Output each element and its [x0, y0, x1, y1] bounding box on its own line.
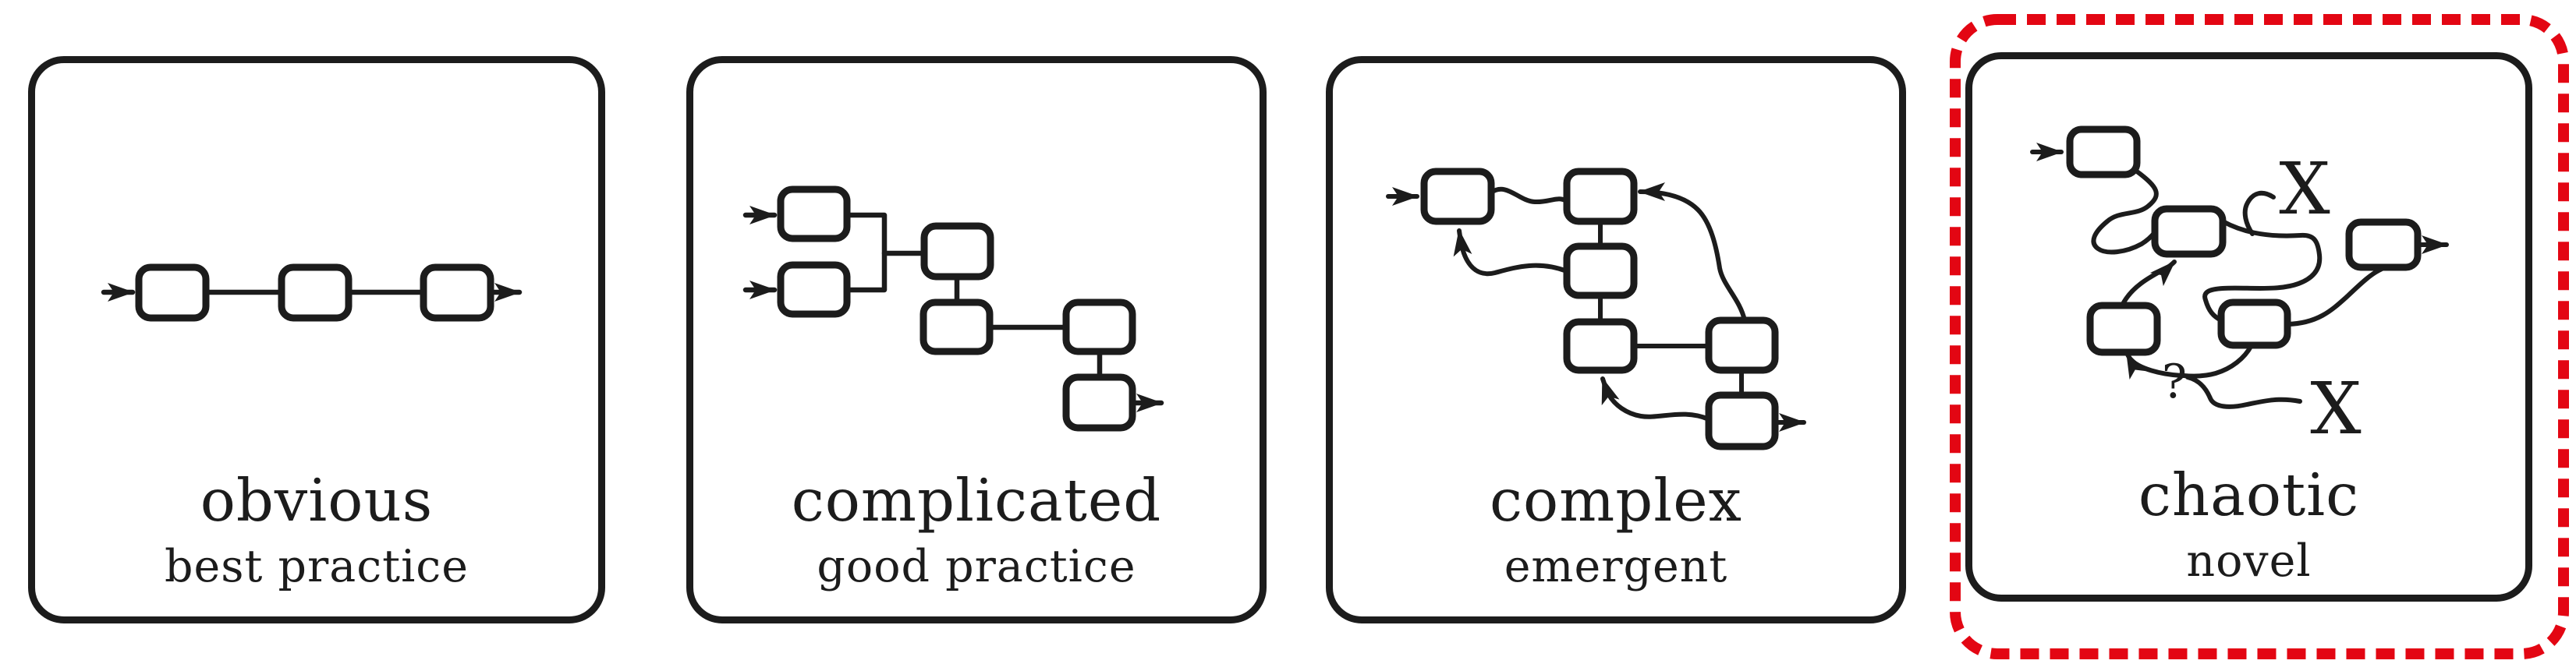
wavy-connector — [1489, 186, 1569, 205]
feedback-arrow — [1600, 376, 1711, 422]
looping-connector — [2202, 219, 2323, 323]
dead-end-line — [2242, 190, 2276, 236]
feedback-arrow — [1453, 228, 1569, 277]
node-box — [2066, 125, 2141, 178]
node-box — [420, 263, 494, 322]
node-box — [1062, 298, 1136, 355]
feedback-arrow — [2120, 260, 2177, 308]
node-box — [2217, 298, 2291, 349]
node-box — [1062, 373, 1136, 432]
curved-connector — [2181, 343, 2254, 379]
panel-complicated: complicated good practice — [686, 56, 1267, 623]
curved-connector — [2285, 267, 2384, 327]
node-box — [2086, 302, 2161, 356]
chaotic-flow-diagram — [2030, 125, 2449, 409]
node-box — [135, 263, 210, 322]
complicated-flow-diagram — [742, 185, 1164, 432]
panel-chaotic: X X ? chaotic novel — [1965, 52, 2532, 602]
node-box — [1563, 318, 1638, 374]
node-box — [1420, 168, 1495, 225]
obvious-flow-diagram — [101, 263, 523, 322]
node-box — [1563, 242, 1638, 299]
node-box — [777, 261, 851, 318]
node-box — [278, 263, 353, 322]
node-box — [919, 298, 994, 355]
squiggle-connector — [2091, 169, 2159, 255]
panel-obvious: obvious best practice — [28, 56, 605, 623]
red-dashed-highlight-outline — [1950, 14, 2569, 659]
node-box — [2345, 218, 2422, 271]
uncertain-arrow — [2124, 351, 2186, 380]
node-box — [920, 222, 994, 281]
node-box — [1705, 316, 1779, 374]
panel-complex: complex emergent — [1326, 56, 1906, 623]
node-box — [1705, 391, 1779, 450]
node-box — [2151, 205, 2227, 258]
node-box — [777, 185, 851, 242]
feedback-arrow — [1638, 182, 1747, 323]
complex-flow-diagram — [1386, 168, 1806, 450]
node-box — [1563, 168, 1638, 225]
connector — [844, 212, 888, 293]
highlight-border — [1950, 14, 2569, 659]
panel-chaotic-highlight-wrap: X X ? chaotic novel — [1945, 9, 2574, 664]
dead-end-line — [2185, 375, 2302, 409]
